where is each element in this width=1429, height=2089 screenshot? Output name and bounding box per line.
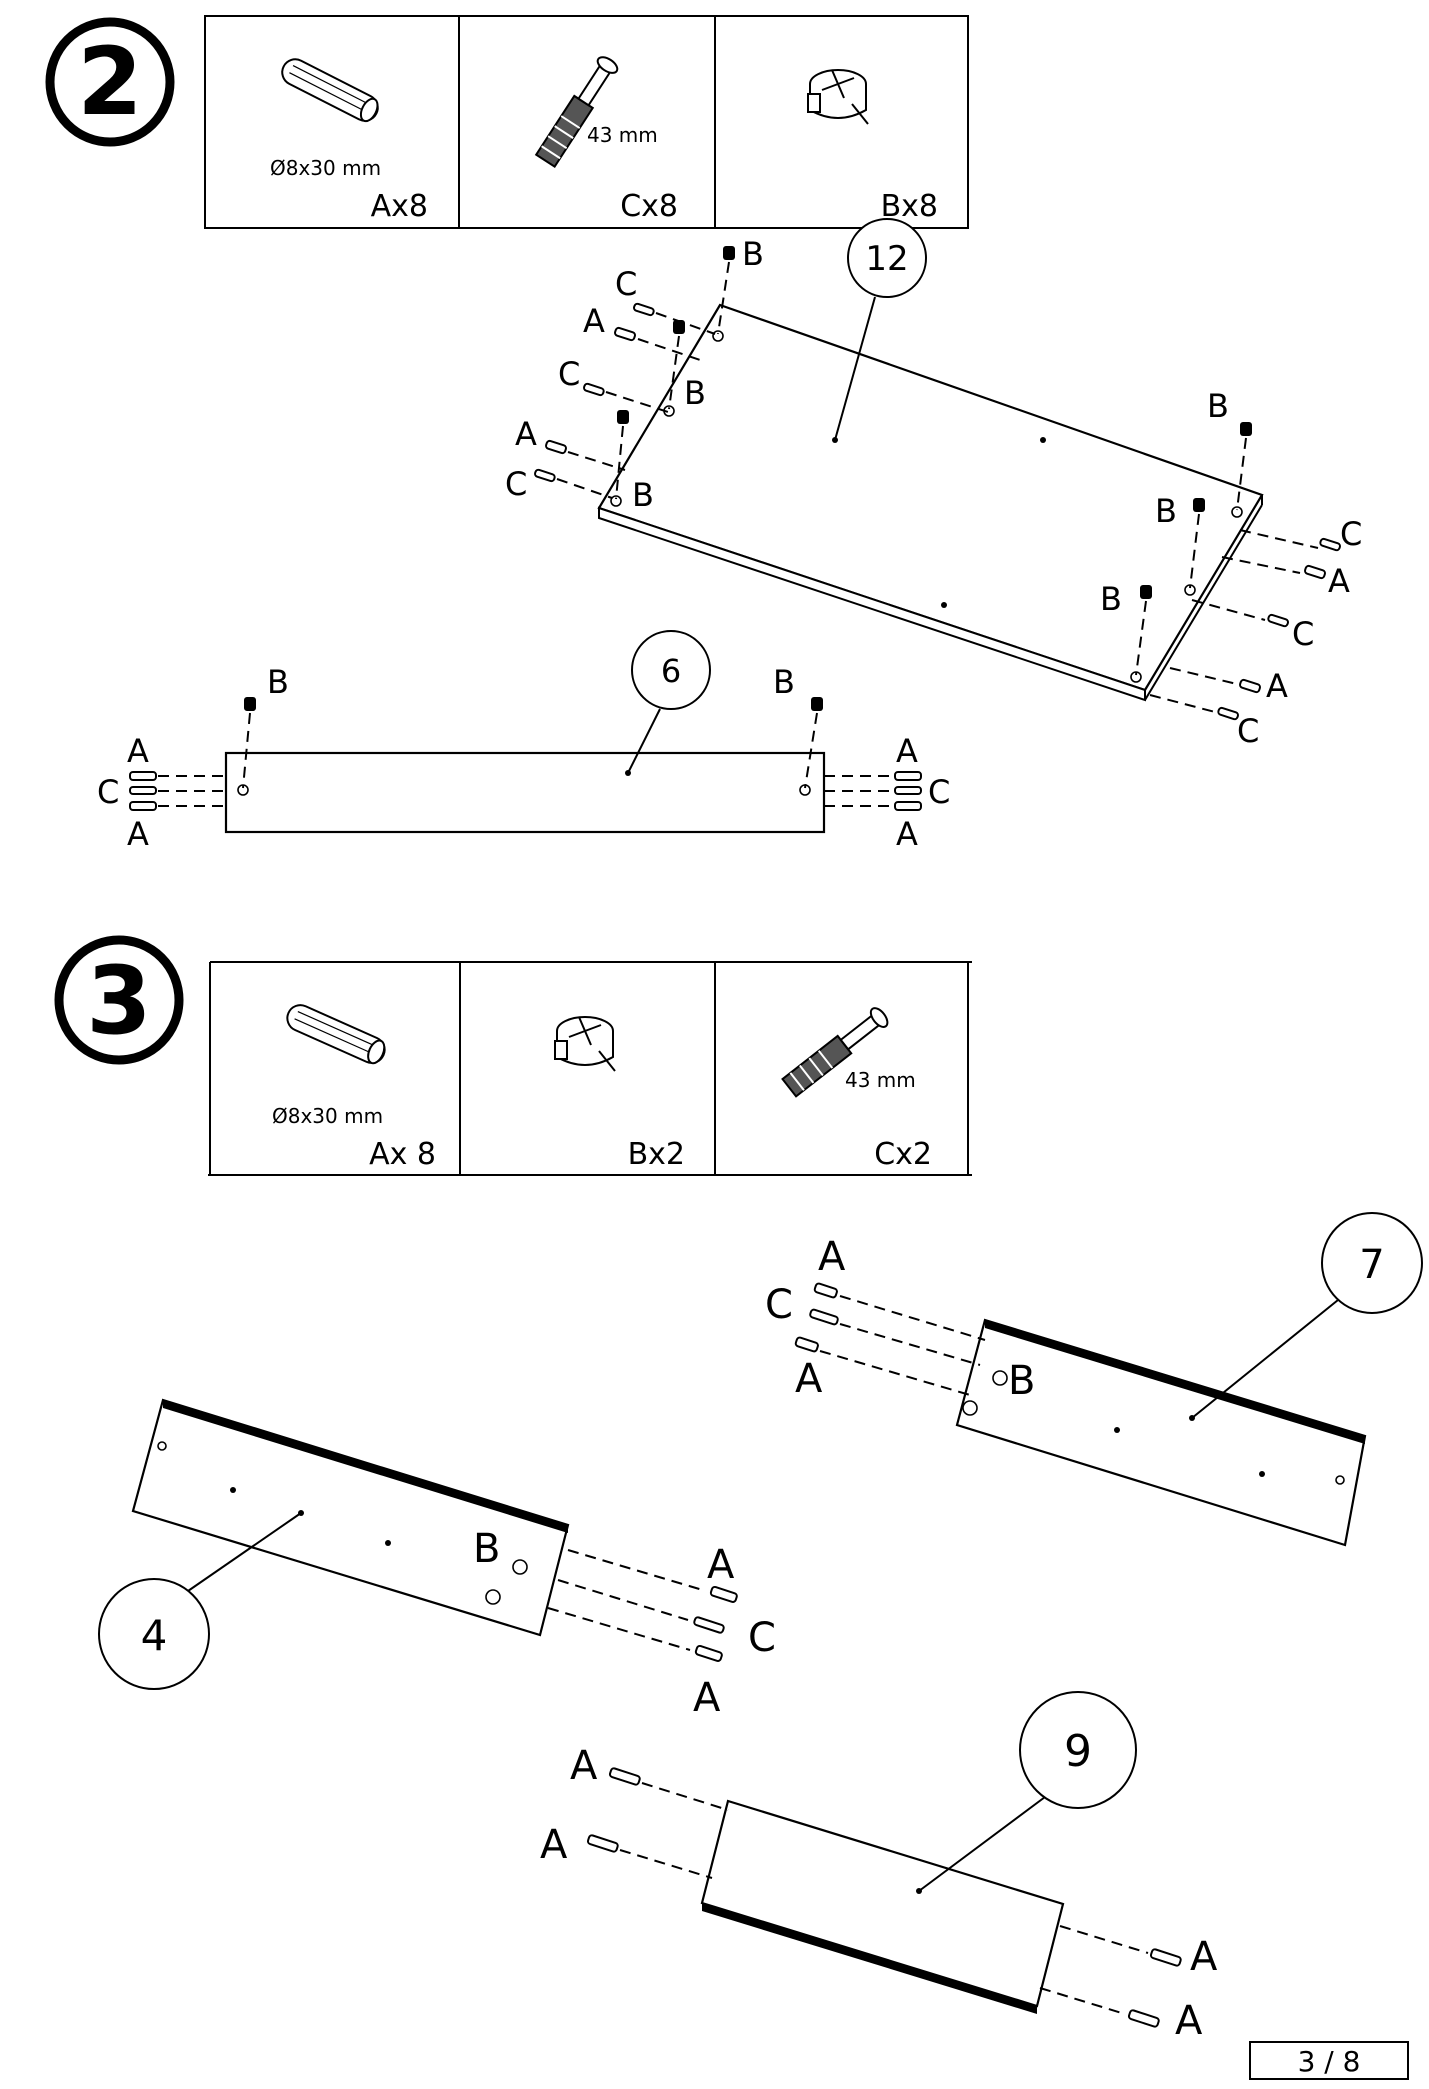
- svg-text:A: A: [693, 1675, 721, 1721]
- svg-text:2: 2: [77, 28, 142, 137]
- svg-text:B: B: [773, 663, 795, 701]
- svg-text:A: A: [707, 1542, 735, 1588]
- svg-text:B: B: [1100, 580, 1122, 618]
- svg-text:C: C: [615, 265, 637, 303]
- part-count: Cx8: [620, 189, 678, 224]
- svg-text:B: B: [1207, 387, 1229, 425]
- wooden-dowel-icon: [281, 58, 379, 123]
- svg-text:B: B: [632, 476, 654, 514]
- svg-text:A: A: [583, 302, 605, 340]
- cam-bolt-icon: [781, 1007, 889, 1098]
- svg-text:C: C: [1340, 515, 1362, 553]
- part-dimension: 43 mm: [845, 1068, 916, 1092]
- svg-text:4: 4: [141, 1611, 168, 1660]
- svg-text:A: A: [1328, 562, 1350, 600]
- panel-number-9: 9: [918, 1691, 1137, 1892]
- svg-text:A: A: [818, 1234, 846, 1280]
- cam-lock-icon: [807, 69, 869, 125]
- svg-text:C: C: [765, 1282, 793, 1328]
- svg-text:A: A: [127, 815, 149, 853]
- panel-6-right-fasteners: B A C A: [773, 663, 950, 853]
- cam-bolt-icon: [534, 56, 619, 169]
- svg-text:C: C: [1237, 712, 1259, 750]
- svg-text:B: B: [684, 374, 706, 412]
- svg-text:9: 9: [1064, 1726, 1092, 1777]
- svg-text:3: 3: [86, 947, 151, 1056]
- svg-text:3 / 8: 3 / 8: [1298, 2045, 1361, 2078]
- panel-4-fasteners: B A C A: [473, 1526, 776, 1721]
- step-3-badge: 3: [54, 935, 184, 1065]
- svg-text:A: A: [570, 1743, 598, 1789]
- part-count: Cx2: [874, 1137, 932, 1172]
- svg-text:A: A: [896, 815, 918, 853]
- svg-text:B: B: [1008, 1358, 1035, 1404]
- cam-lock-icon: [554, 1016, 616, 1072]
- part-dimension: 43 mm: [587, 123, 658, 147]
- step-2-badge: 2: [45, 17, 175, 147]
- panel-12-right-fasteners: B B B C A C A C: [1100, 387, 1362, 750]
- panel-12: [597, 303, 1264, 702]
- step-2-parts-table: [204, 15, 969, 229]
- panel-7: [955, 1318, 1367, 1547]
- svg-text:A: A: [1266, 667, 1288, 705]
- wooden-dowel-icon: [286, 1004, 386, 1065]
- part-dimension: Ø8x30 mm: [272, 1104, 383, 1128]
- svg-text:7: 7: [1359, 1242, 1384, 1288]
- svg-text:A: A: [1190, 1934, 1218, 1980]
- panel-6-left-fasteners: B A C A: [97, 663, 289, 853]
- svg-text:B: B: [473, 1526, 500, 1572]
- panel-7-fasteners: A C A B: [765, 1234, 1035, 1404]
- svg-text:6: 6: [661, 652, 681, 690]
- svg-text:C: C: [505, 465, 527, 503]
- svg-text:C: C: [928, 773, 950, 811]
- svg-text:A: A: [540, 1822, 568, 1868]
- svg-text:B: B: [1155, 492, 1177, 530]
- panel-number-6: 6: [627, 630, 711, 774]
- panel-6: [224, 751, 826, 834]
- part-dimension: Ø8x30 mm: [270, 156, 381, 180]
- svg-text:A: A: [795, 1356, 823, 1402]
- part-count: Bx2: [628, 1137, 685, 1172]
- svg-text:C: C: [1292, 615, 1314, 653]
- svg-text:12: 12: [865, 239, 908, 279]
- svg-text:B: B: [267, 663, 289, 701]
- part-count: Ax8: [371, 189, 428, 224]
- panel-12-left-fasteners: B C A C B A C B: [505, 235, 764, 514]
- svg-text:A: A: [515, 415, 537, 453]
- part-count: Ax 8: [369, 1137, 436, 1172]
- panel-9: [700, 1799, 1065, 2014]
- panel-number-7: 7: [1191, 1212, 1423, 1419]
- panel-number-12: 12: [834, 218, 927, 441]
- panel-4: [131, 1398, 570, 1637]
- page-indicator: 3 / 8: [1249, 2041, 1409, 2080]
- step-3-parts-table: [208, 961, 972, 1176]
- svg-text:A: A: [896, 732, 918, 770]
- svg-text:B: B: [742, 235, 764, 273]
- svg-text:C: C: [558, 355, 580, 393]
- svg-text:C: C: [748, 1615, 776, 1661]
- panel-9-fasteners: A A A A: [540, 1743, 1218, 2044]
- svg-text:A: A: [1175, 1998, 1203, 2044]
- svg-text:A: A: [127, 732, 149, 770]
- panel-number-4: 4: [98, 1512, 302, 1690]
- svg-text:C: C: [97, 773, 119, 811]
